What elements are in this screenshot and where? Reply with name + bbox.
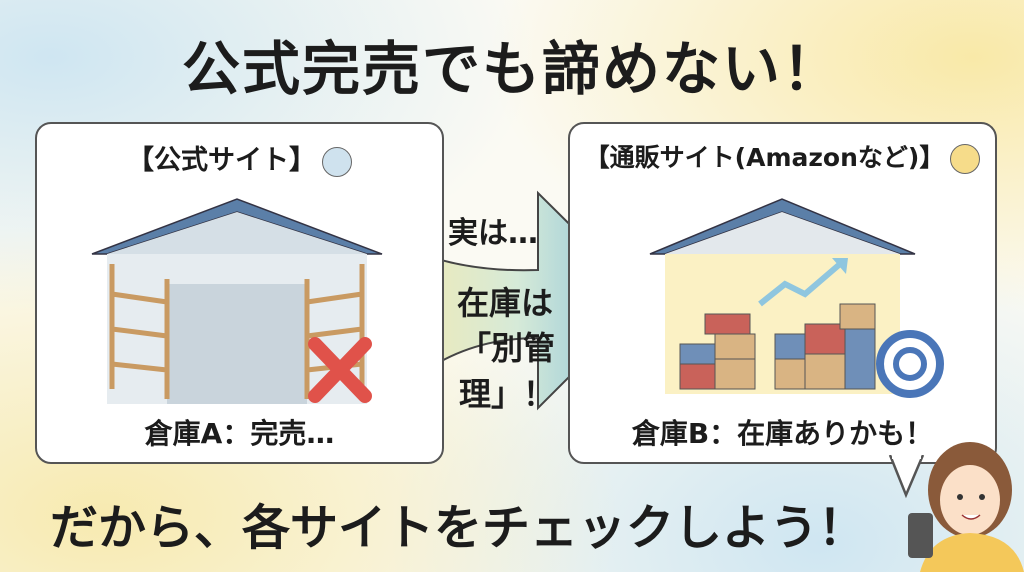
arrow-text-2: 在庫は [456,284,553,322]
target-circle-icon [876,330,944,398]
sad-face-icon [322,146,352,177]
red-x-icon [308,337,372,403]
smile-face-icon [950,143,981,174]
panel-caption: 倉庫B：在庫ありかも！ [631,417,934,450]
arrow-text-1: 実は… [448,216,538,251]
panel-caption: 倉庫A：完売… [144,417,335,450]
speech-bubble-tail [888,455,925,499]
bottom-message: だから、各サイトをチェックしよう！ [50,500,867,556]
boxes [679,303,876,390]
stocked-warehouse-illustration [649,198,944,398]
woman-with-phone-illustration [908,442,1024,572]
panel-title: 【公式サイト】 [127,145,316,176]
shelf-left [109,264,170,399]
mail-order-site-panel: 【通販サイト(Amazonなど)】 倉庫B：在庫ありかも！ [568,122,997,464]
panel-title: 【通販サイト(Amazonなど)】 [584,143,945,172]
shelf-right [304,264,365,399]
arrow-text-3: 「別管理」！ [458,329,555,413]
main-title: 公式完売でも諦めない！ [181,35,842,103]
official-site-panel: 【公式サイト】 倉庫A：完売… [35,122,444,464]
empty-warehouse-illustration [91,198,383,404]
